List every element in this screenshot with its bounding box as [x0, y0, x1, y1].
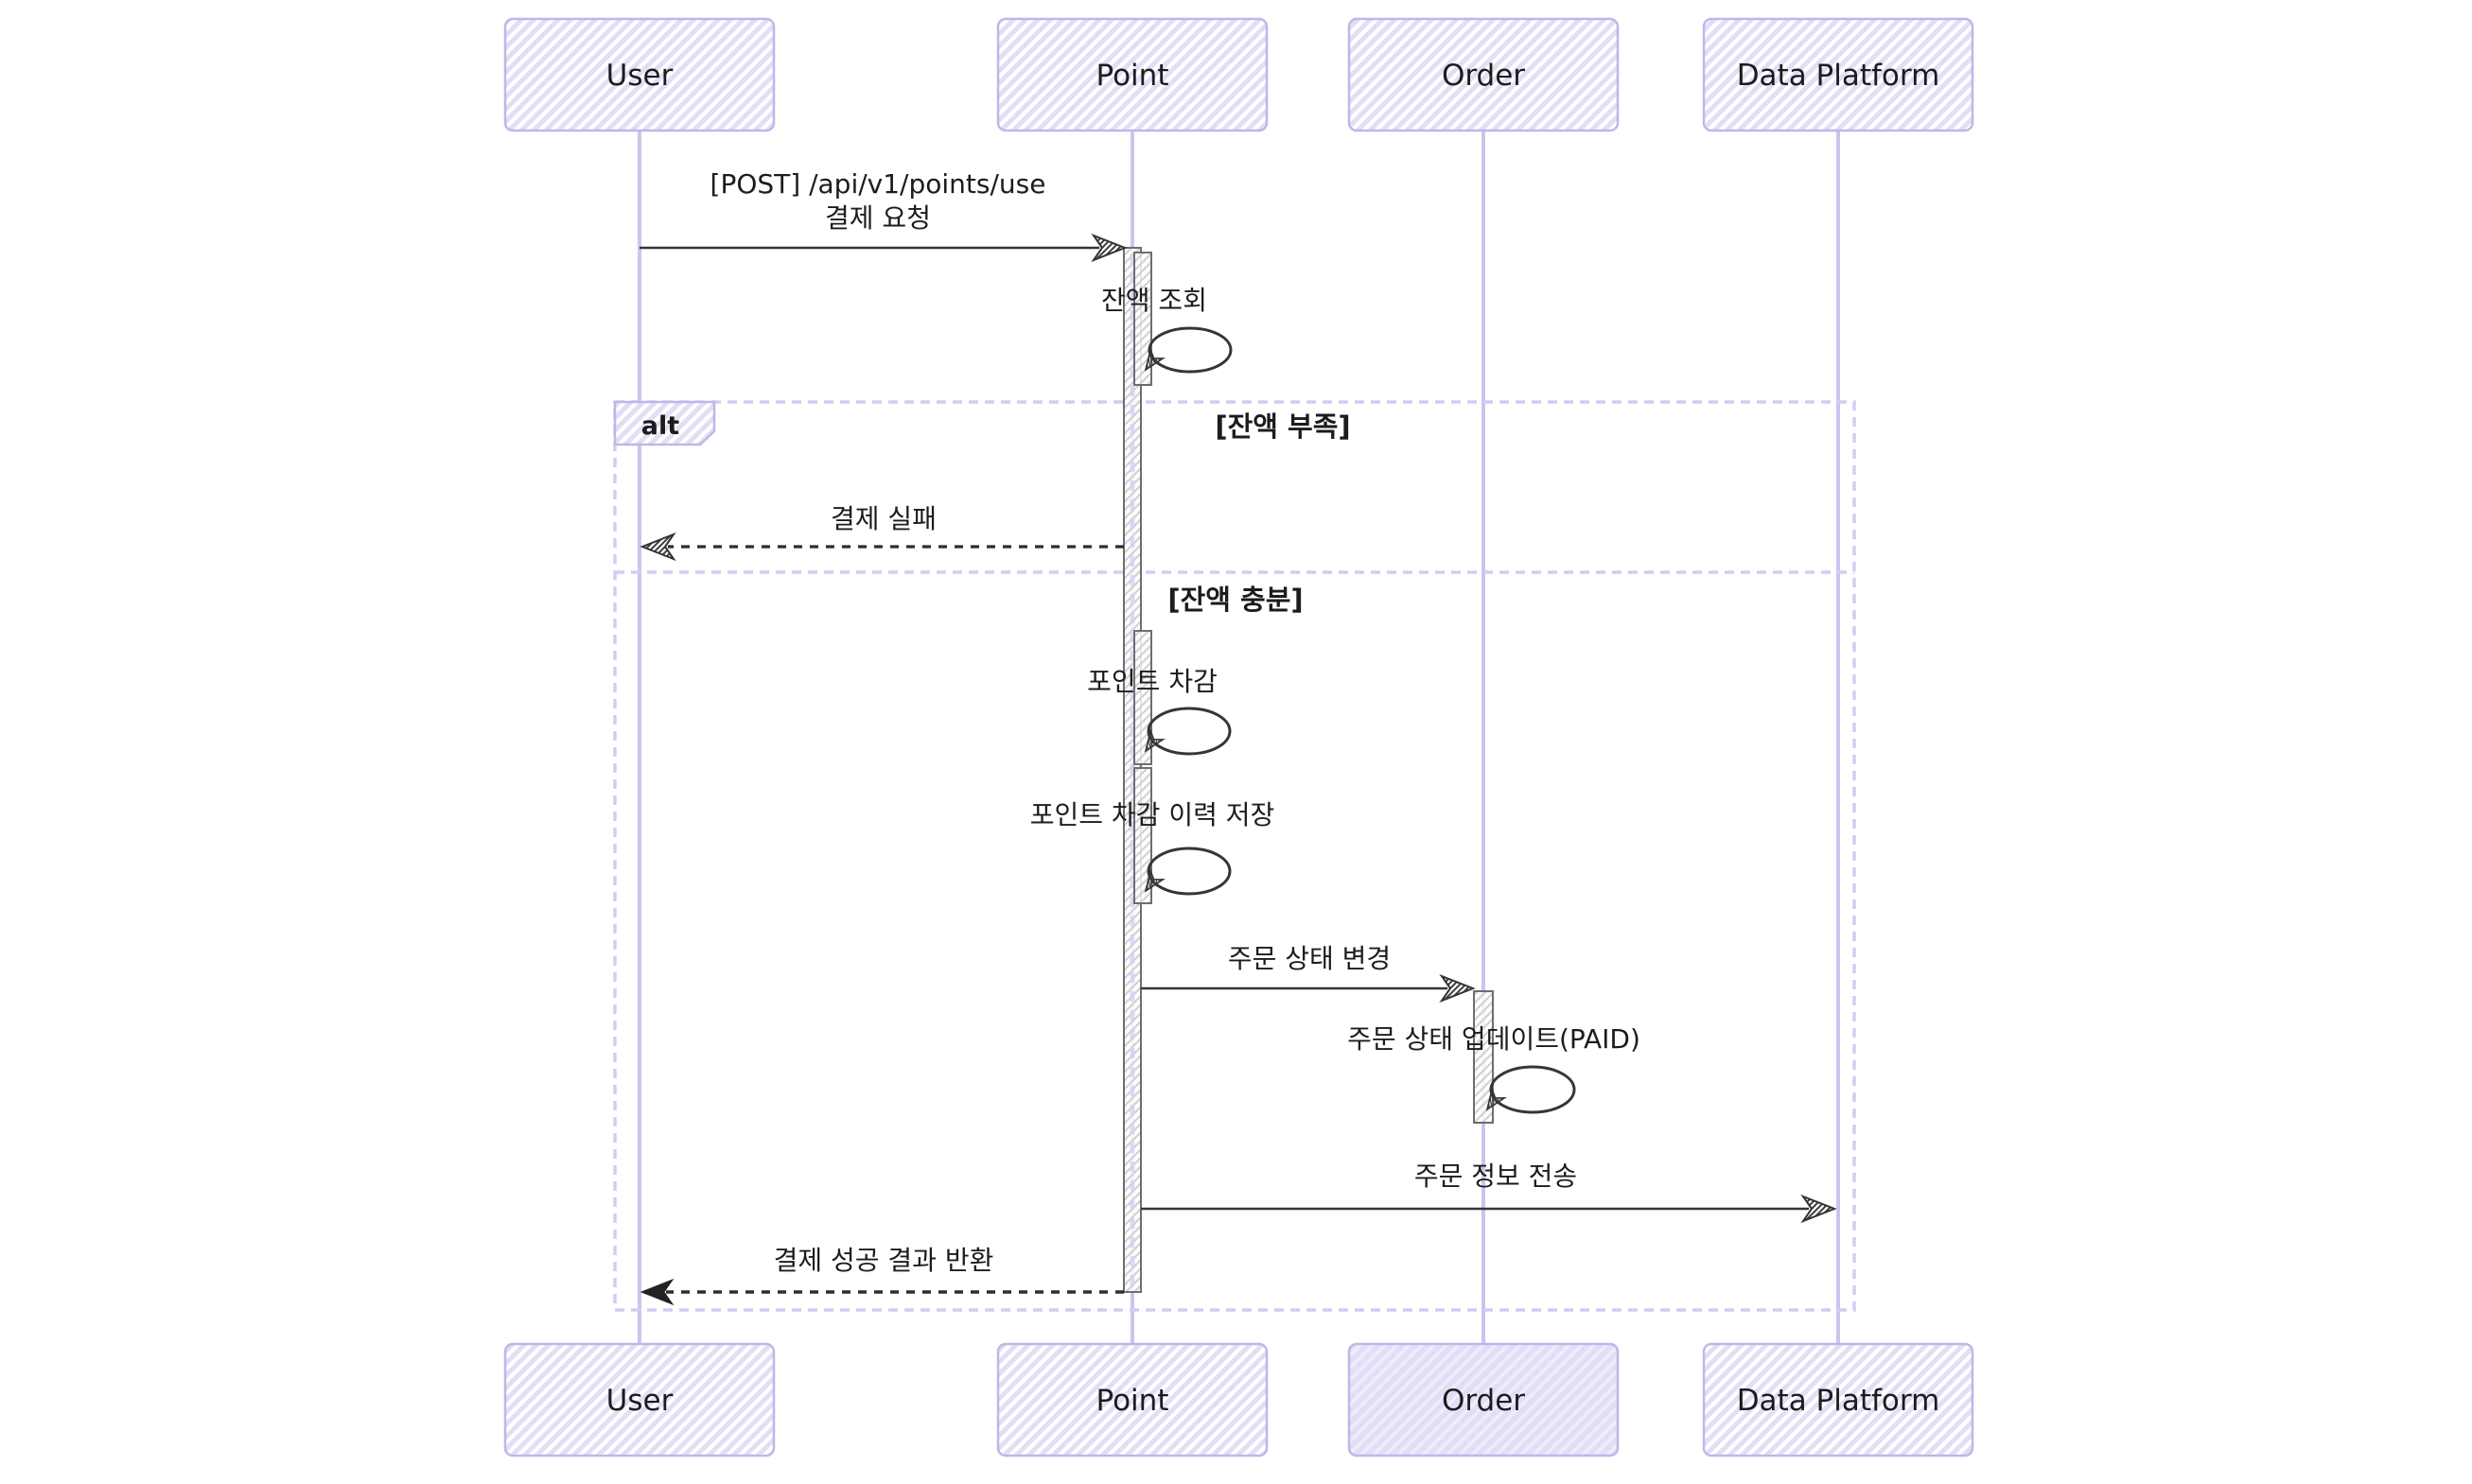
- participant-box: [996, 1342, 1269, 1458]
- message-2-label: 잔액 조회: [1101, 285, 1207, 316]
- participant-box: [1702, 1342, 1974, 1458]
- alt-condition-2: [잔액 충분]: [1167, 584, 1303, 616]
- self-loop-icon: [1489, 1065, 1576, 1114]
- participant-top-point: Point: [996, 17, 1269, 132]
- participant-label: Point: [1096, 1384, 1169, 1418]
- participant-box: [503, 17, 776, 132]
- message-7-label: 주문 상태 업데이트(PAID): [1347, 1023, 1640, 1055]
- activation-point-self-1: [1133, 252, 1152, 386]
- alt-frame-border: [613, 400, 1856, 1312]
- activation-point-self-2: [1133, 630, 1152, 765]
- message-7-self: 주문 상태 업데이트(PAID): [1347, 1023, 1640, 1115]
- participant-top-order: Order: [1347, 17, 1620, 132]
- message-4-self: 포인트 차감: [1087, 666, 1232, 757]
- message-2-self: 잔액 조회: [1101, 285, 1233, 375]
- message-3-label: 결제 실패: [831, 503, 937, 534]
- message-3: 결제 실패: [641, 503, 1124, 560]
- message-5-self: 포인트 차감 이력 저장: [1030, 799, 1275, 897]
- message-4-label: 포인트 차감: [1087, 666, 1218, 697]
- participant-box: [1702, 17, 1974, 132]
- participants-bottom: User Point Order Data Platform: [503, 1342, 1974, 1458]
- activation-order: [1473, 990, 1494, 1124]
- alt-frame: alt [잔액 부족] [잔액 충분]: [613, 400, 1856, 1312]
- participant-bottom-point: Point: [996, 1342, 1269, 1458]
- message-5-label: 포인트 차감 이력 저장: [1030, 799, 1275, 830]
- self-loop-icon: [1148, 326, 1233, 374]
- alt-frame-label-tag: [613, 400, 716, 446]
- participant-top-data-platform: Data Platform: [1702, 17, 1974, 132]
- self-loop-icon: [1147, 847, 1232, 896]
- message-6: 주문 상태 변경: [1141, 943, 1474, 1002]
- participant-label: User: [606, 1384, 674, 1418]
- participant-top-user: User: [503, 17, 776, 132]
- self-loop-icon: [1147, 707, 1232, 756]
- participant-box: [996, 17, 1269, 132]
- alt-condition-1: [잔액 부족]: [1215, 410, 1350, 443]
- message-8-label: 주문 정보 전송: [1414, 1161, 1577, 1192]
- message-8: 주문 정보 전송: [1141, 1161, 1835, 1222]
- activation-bars: [1123, 247, 1494, 1293]
- participant-label: User: [606, 59, 674, 93]
- participant-box: [503, 1342, 776, 1458]
- message-6-label: 주문 상태 변경: [1228, 943, 1391, 974]
- participant-label: Data Platform: [1737, 1384, 1940, 1418]
- participant-label: Point: [1096, 59, 1169, 93]
- participant-box: [1347, 17, 1620, 132]
- message-9-label: 결제 성공 결과 반환: [774, 1245, 994, 1276]
- participant-label: Data Platform: [1737, 59, 1940, 93]
- participant-bottom-user: User: [503, 1342, 776, 1458]
- message-1-label-line2: 결제 요청: [825, 202, 931, 234]
- participant-box: [1347, 1342, 1620, 1458]
- message-9: 결제 성공 결과 반환: [640, 1245, 1124, 1305]
- participant-bottom-data-platform: Data Platform: [1702, 1342, 1974, 1458]
- activation-point-self-3: [1133, 767, 1152, 904]
- message-1: [POST] /api/v1/points/use 결제 요청: [640, 168, 1126, 261]
- alt-frame-label: alt: [641, 411, 679, 441]
- participant-bottom-order: Order: [1347, 1342, 1620, 1458]
- participant-label: Order: [1442, 59, 1525, 93]
- message-1-label-line1: [POST] /api/v1/points/use: [710, 168, 1046, 200]
- participants-top: User Point Order Data Platform: [503, 17, 1974, 132]
- participant-label: Order: [1442, 1384, 1525, 1418]
